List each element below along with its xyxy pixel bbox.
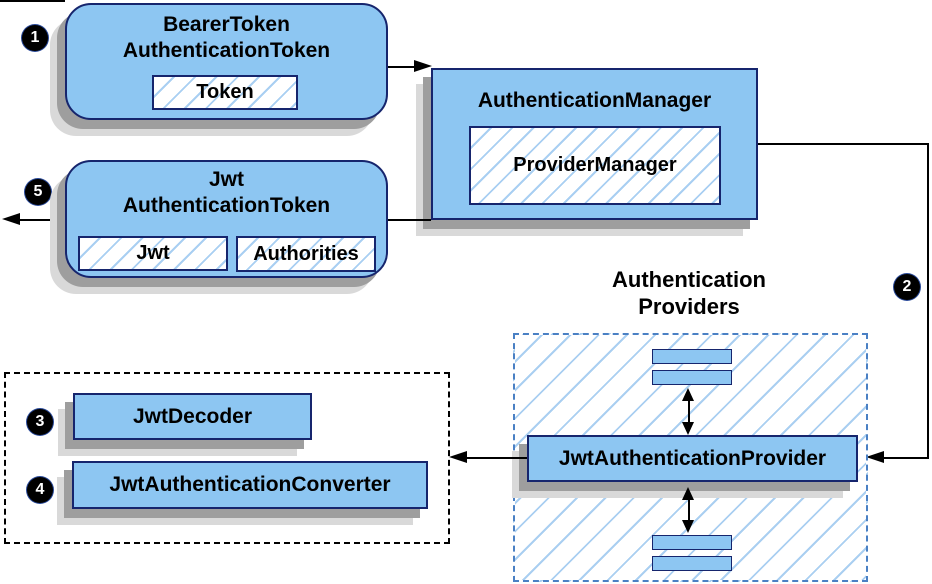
providers-label-line1: Authentication xyxy=(612,267,766,292)
jwt-token-node-title: Jwt AuthenticationToken xyxy=(67,167,386,219)
arrow-head-up-icon xyxy=(682,388,694,401)
jwt-decoder-node: JwtDecoder xyxy=(73,393,312,440)
step-4-badge: 4 xyxy=(27,477,53,503)
arrow-head-right-icon xyxy=(414,60,432,72)
jwt-authentication-provider-node: JwtAuthenticationProvider xyxy=(527,435,858,482)
jwt-authentication-converter-node: JwtAuthenticationConverter xyxy=(72,461,428,509)
connector-providers-top xyxy=(688,398,690,426)
jwt-decoder-label: JwtDecoder xyxy=(132,404,253,428)
connector-step2-horizontal-top xyxy=(758,143,929,145)
jwt-authentication-token-node: Jwt AuthenticationToken Jwt Authorities xyxy=(65,160,388,278)
step-3-number: 3 xyxy=(35,413,45,430)
arrow-head-up-icon xyxy=(682,487,694,500)
provider-placeholder-bar xyxy=(652,535,732,550)
step-5-number: 5 xyxy=(33,183,43,200)
jwt-token-title-line2: AuthenticationToken xyxy=(122,194,331,217)
step-3-badge: 3 xyxy=(27,409,53,435)
authorities-field: Authorities xyxy=(236,236,376,272)
authentication-manager-node: AuthenticationManager ProviderManager xyxy=(431,68,758,220)
token-field-label: Token xyxy=(196,81,254,103)
jwt-field: Jwt xyxy=(78,236,228,271)
bearer-token-authentication-token-node: BearerToken AuthenticationToken Token xyxy=(65,3,388,120)
bearer-token-title-line2: AuthenticationToken xyxy=(122,39,331,62)
provider-manager-label: ProviderManager xyxy=(513,154,677,176)
step-2-badge: 2 xyxy=(894,274,920,300)
connector-step1-incoming xyxy=(0,0,65,2)
connector-providers-bottom xyxy=(688,496,690,522)
bearer-token-node-title: BearerToken AuthenticationToken xyxy=(67,12,386,64)
step-1-number: 1 xyxy=(30,29,40,46)
step-1-badge: 1 xyxy=(22,25,48,51)
connector-step5-outgoing xyxy=(17,219,65,221)
jwt-authentication-provider-label: JwtAuthenticationProvider xyxy=(558,446,827,470)
arrow-head-down-icon xyxy=(682,520,694,533)
step-5-badge: 5 xyxy=(25,179,51,205)
connector-provider-to-decoder xyxy=(466,457,527,459)
providers-label-line2: Providers xyxy=(638,294,740,319)
jwt-token-title-line1: Jwt xyxy=(208,168,244,191)
decoder-converter-group xyxy=(4,372,450,544)
arrow-head-left-icon xyxy=(449,451,467,463)
provider-placeholder-bar xyxy=(652,556,732,571)
connector-step2-horizontal-bottom xyxy=(881,457,929,459)
token-field: Token xyxy=(152,75,298,110)
authentication-providers-label: Authentication Providers xyxy=(566,266,812,320)
provider-placeholder-bar xyxy=(652,370,732,385)
authentication-manager-title: AuthenticationManager xyxy=(477,89,712,112)
arrow-head-left-icon xyxy=(2,213,20,225)
jwt-authentication-converter-label: JwtAuthenticationConverter xyxy=(109,473,391,496)
connector-manager-to-jwt-token xyxy=(388,219,431,221)
step-2-number: 2 xyxy=(902,278,912,295)
provider-manager-field: ProviderManager xyxy=(469,126,721,205)
jwt-field-label: Jwt xyxy=(136,242,170,264)
provider-placeholder-bar xyxy=(652,349,732,364)
connector-step2-vertical xyxy=(927,143,929,459)
step-4-number: 4 xyxy=(35,481,45,498)
connector-bearer-to-manager xyxy=(388,66,416,68)
bearer-token-title-line1: BearerToken xyxy=(163,13,290,36)
authorities-field-label: Authorities xyxy=(253,242,359,265)
arrow-head-left-icon xyxy=(866,451,884,463)
arrow-head-down-icon xyxy=(682,422,694,435)
